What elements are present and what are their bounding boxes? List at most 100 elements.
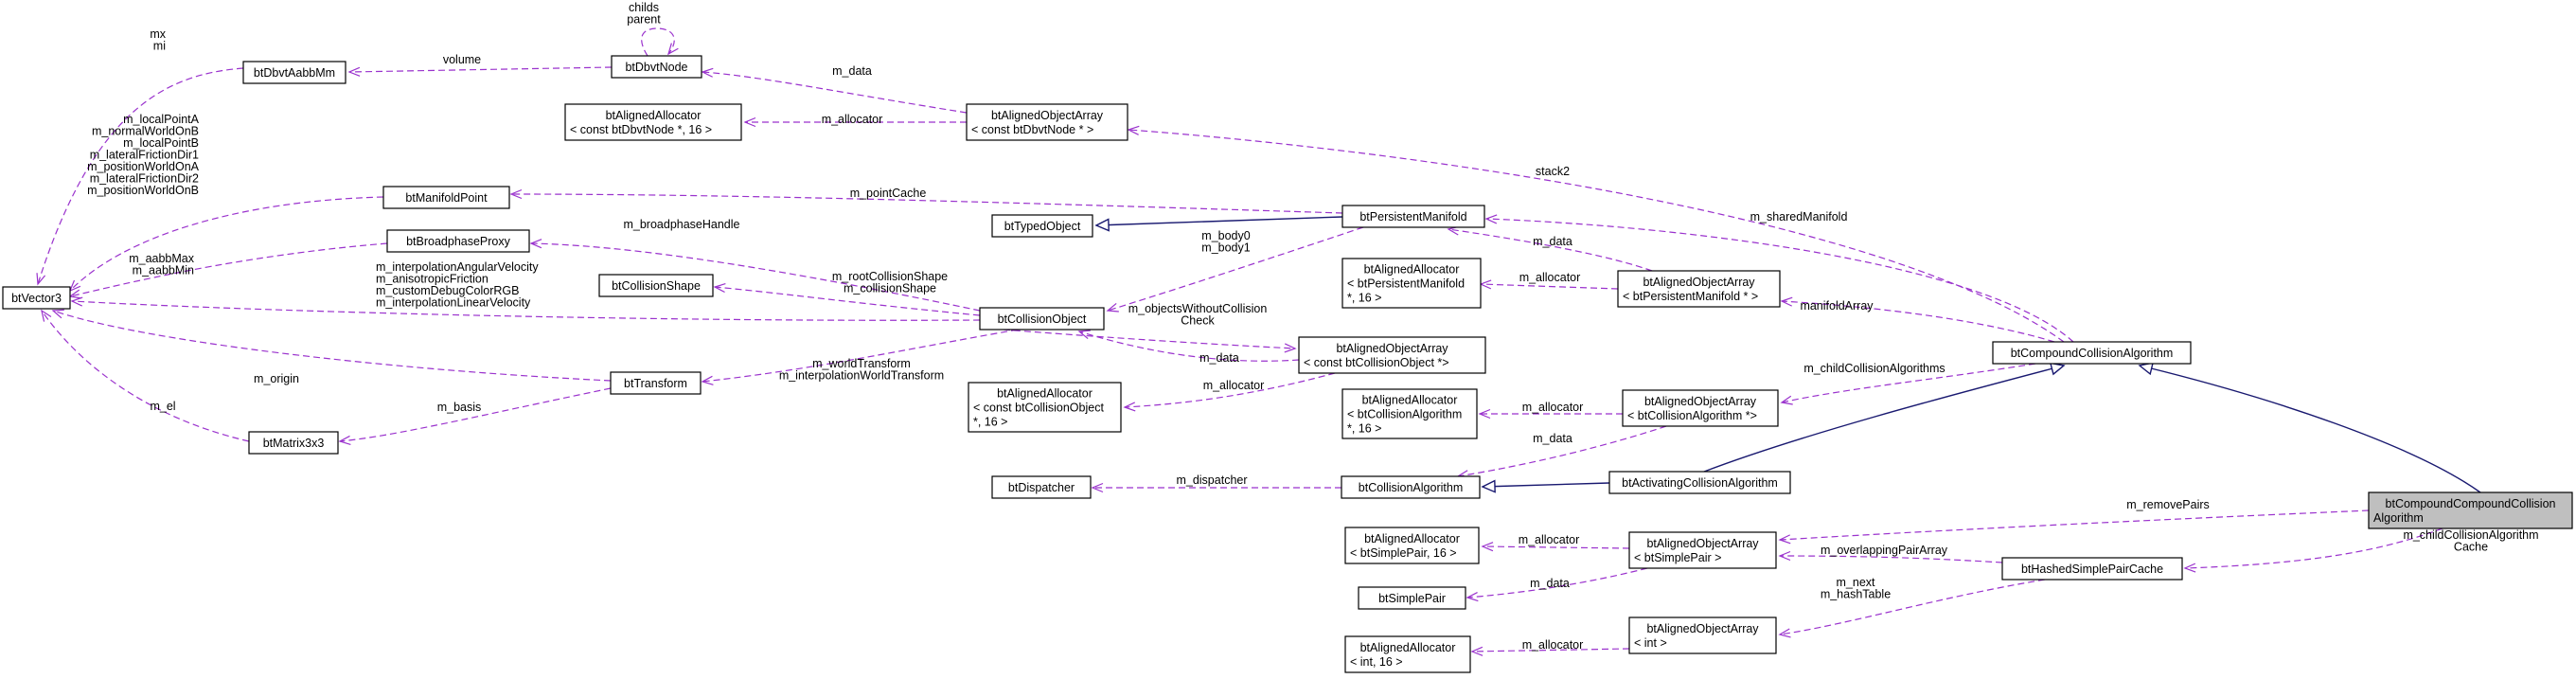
edge-btAlignedObjectArrayCO-to-btCollisionObject — [1077, 330, 1300, 362]
class-node-box[interactable] — [1344, 635, 1471, 673]
class-node-btDispatcher[interactable]: btDispatcher — [991, 475, 1092, 499]
class-node-btCollisionObject[interactable]: btCollisionObject — [979, 307, 1105, 331]
class-node-btAlignedAllocatorDbvt[interactable]: btAlignedAllocator< const btDbvtNode *, … — [564, 103, 742, 141]
class-node-btHashedSimplePairCache[interactable]: btHashedSimplePairCache — [2001, 557, 2183, 581]
edge-label-line: m_data — [1530, 577, 1570, 590]
class-node-box[interactable] — [1341, 205, 1485, 228]
edge-label-line: m_interpolationWorldTransform — [779, 369, 944, 383]
class-node-btVector3[interactable]: btVector3 — [2, 286, 71, 310]
class-node-box[interactable] — [966, 103, 1128, 141]
class-node-btDbvtAabbMm[interactable]: btDbvtAabbMm — [242, 61, 346, 84]
edge-label-line: m_body1 — [1201, 241, 1250, 255]
class-node-btAlignedObjectArrayPM[interactable]: btAlignedObjectArray< btPersistentManifo… — [1617, 270, 1781, 308]
class-node-btAlignedAllocatorSP[interactable]: btAlignedAllocator< btSimplePair, 16 > — [1344, 527, 1480, 564]
class-node-btAlignedObjectArrayCA[interactable]: btAlignedObjectArray< btCollisionAlgorit… — [1622, 389, 1779, 427]
class-node-btCollisionAlgorithm[interactable]: btCollisionAlgorithm — [1341, 475, 1481, 499]
usage-arrowhead — [1778, 628, 1791, 638]
class-node-box[interactable] — [1341, 258, 1482, 309]
class-node-btCompoundCollisionAlgorithm[interactable]: btCompoundCollisionAlgorithm — [1992, 341, 2192, 365]
class-node-box[interactable] — [248, 431, 339, 455]
class-node-btAlignedObjectArrayInt[interactable]: btAlignedObjectArray< int > — [1628, 616, 1777, 654]
class-node-box[interactable] — [382, 186, 510, 209]
class-node-box[interactable] — [2368, 491, 2573, 529]
class-node-btSimplePair[interactable]: btSimplePair — [1358, 586, 1466, 610]
edge-label: m_allocator — [1522, 401, 1584, 414]
edge-btAlignedObjectArraySP-to-btSimplePair — [1466, 567, 1648, 602]
class-node-label: btAlignedAllocator — [1360, 641, 1456, 654]
class-node-box[interactable] — [1628, 531, 1777, 569]
edge-label: m_removePairs — [2126, 498, 2210, 511]
edge-label-line: m_next — [1837, 576, 1876, 589]
edge-label-line: m_hashTable — [1821, 588, 1891, 601]
class-node-btTypedObject[interactable]: btTypedObject — [991, 214, 1093, 238]
edge-btAlignedObjectArrayCO-to-btAlignedAllocatorCO — [1123, 372, 1336, 412]
usage-arrowhead — [1466, 592, 1479, 602]
class-node-btManifoldPoint[interactable]: btManifoldPoint — [382, 186, 510, 209]
class-node-box[interactable] — [1617, 270, 1781, 308]
class-node-box[interactable] — [979, 307, 1105, 331]
class-node-box[interactable] — [242, 61, 346, 84]
class-node-label: btSimplePair — [1378, 592, 1446, 605]
class-node-box[interactable] — [611, 55, 702, 79]
class-node-btBroadphaseProxy[interactable]: btBroadphaseProxy — [386, 229, 530, 253]
class-node-btDbvtNode[interactable]: btDbvtNode — [611, 55, 702, 79]
class-node-label: btAlignedObjectArray — [1643, 276, 1755, 289]
usage-arrowhead — [1780, 395, 1793, 405]
edge-label-line: stack2 — [1536, 165, 1570, 178]
edge-btTransform-to-btMatrix3x3 — [338, 387, 612, 445]
edge-label-line: m_data — [1533, 235, 1572, 248]
edge-label: m_origin — [254, 372, 299, 385]
edge-label-line: Check — [1181, 314, 1215, 328]
class-node-btAlignedObjectArrayDbvt[interactable]: btAlignedObjectArray< const btDbvtNode *… — [966, 103, 1128, 141]
class-node-btAlignedAllocatorCA[interactable]: btAlignedAllocator< btCollisionAlgorithm… — [1341, 388, 1478, 439]
class-node-box[interactable] — [1608, 471, 1791, 494]
edge-label: m_overlappingPairArray — [1821, 544, 1948, 557]
class-node-btAlignedAllocatorCO[interactable]: btAlignedAllocator< const btCollisionObj… — [968, 382, 1122, 433]
class-node-box[interactable] — [1298, 336, 1486, 374]
class-node-box[interactable] — [1622, 389, 1779, 427]
class-node-box[interactable] — [1628, 616, 1777, 654]
class-node-box[interactable] — [968, 382, 1122, 433]
usage-arrowhead — [36, 273, 46, 286]
class-node-box[interactable] — [991, 475, 1092, 499]
class-node-box[interactable] — [1992, 341, 2192, 365]
class-node-label: btMatrix3x3 — [263, 437, 325, 450]
usage-arrowhead — [1481, 542, 1494, 552]
edge-btAlignedObjectArrayDbvt-to-btAlignedAllocatorDbvt — [743, 116, 967, 128]
class-node-btAlignedObjectArrayCO[interactable]: btAlignedObjectArray< const btCollisionO… — [1298, 336, 1486, 374]
class-node-box[interactable] — [386, 229, 530, 253]
edge-btCompoundCompoundCollisionAlgorithm-to-btCompoundCollisionAlgorithm — [2138, 362, 2481, 493]
class-node-box[interactable] — [2, 286, 71, 310]
inheritance-arrowhead — [1481, 479, 1496, 493]
class-node-btAlignedAllocatorPM[interactable]: btAlignedAllocator< btPersistentManifold… — [1341, 258, 1482, 309]
class-node-box[interactable] — [1358, 586, 1466, 610]
class-node-btAlignedObjectArraySP[interactable]: btAlignedObjectArray< btSimplePair > — [1628, 531, 1777, 569]
edge-label: m_data — [1533, 235, 1572, 248]
class-node-btActivatingCollisionAlgorithm[interactable]: btActivatingCollisionAlgorithm — [1608, 471, 1791, 494]
class-node-box[interactable] — [991, 214, 1093, 238]
class-node-btCollisionShape[interactable]: btCollisionShape — [598, 274, 714, 297]
usage-arrowhead — [1484, 214, 1498, 224]
class-node-btPersistentManifold[interactable]: btPersistentManifold — [1341, 205, 1485, 228]
inheritance-arrowhead — [2138, 362, 2154, 376]
class-node-box[interactable] — [1344, 527, 1480, 564]
usage-arrowhead — [41, 309, 52, 322]
class-node-box[interactable] — [1341, 475, 1481, 499]
edge-label-line: m_data — [1533, 432, 1572, 445]
class-node-label: btHashedSimplePairCache — [2021, 563, 2163, 576]
class-node-box[interactable] — [610, 371, 702, 395]
edge-label-line: m_customDebugColorRGB — [376, 284, 519, 297]
class-node-box[interactable] — [2001, 557, 2183, 581]
class-node-btMatrix3x3[interactable]: btMatrix3x3 — [248, 431, 339, 455]
class-node-btTransform[interactable]: btTransform — [610, 371, 702, 395]
edge-label-line: m_objectsWithoutCollision — [1128, 302, 1268, 315]
class-node-box[interactable] — [598, 274, 714, 297]
edge-label-line: m_positionWorldOnB — [87, 184, 199, 197]
class-node-box[interactable] — [564, 103, 742, 141]
class-node-btAlignedAllocatorInt[interactable]: btAlignedAllocator< int, 16 > — [1344, 635, 1471, 673]
class-node-box[interactable] — [1341, 388, 1478, 439]
edge-label: m_basis — [437, 401, 482, 414]
edge-btCollisionObject-to-btTransform — [701, 329, 1019, 385]
